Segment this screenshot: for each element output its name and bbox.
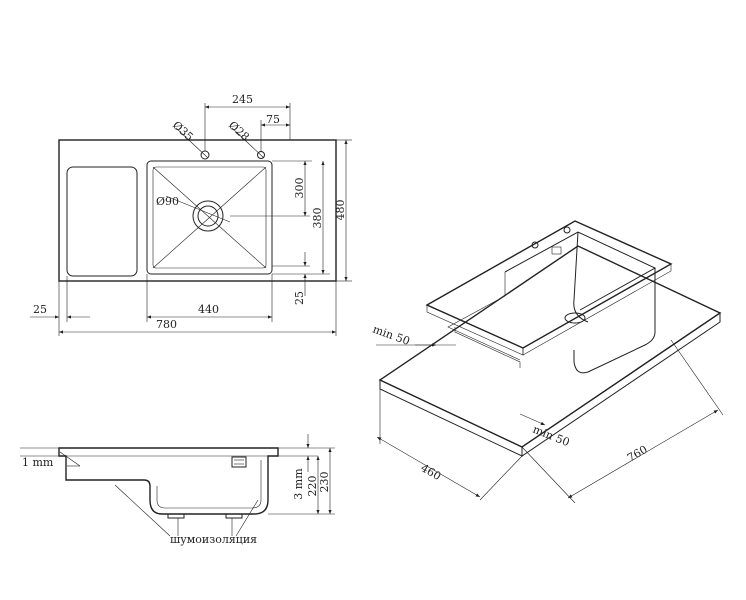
faucet-hole-2	[563, 226, 571, 234]
drain-outer	[192, 200, 224, 232]
dim-460: 460	[419, 461, 444, 483]
side-view: 1 mm 3 mm 220 230 шумоизоляция	[20, 434, 335, 546]
dim-480: 480	[334, 200, 347, 221]
bowl-inner	[152, 166, 267, 269]
drain-90-label: Ø90	[156, 195, 179, 208]
insulation-label: шумоизоляция	[170, 533, 257, 546]
bowl-opening	[504, 231, 657, 311]
dim-380: 380	[311, 208, 324, 229]
faucet-hole-1	[531, 241, 539, 249]
dim-780: 780	[156, 318, 177, 331]
dim-245: 245	[232, 93, 253, 106]
bowl-outer	[146, 160, 273, 275]
side-profile	[58, 447, 279, 515]
dim-440: 440	[198, 303, 219, 316]
iso-drain-mark	[551, 246, 562, 255]
dim-220: 220	[306, 476, 319, 497]
iso-view: min 50 min 50 460 760	[371, 220, 724, 504]
drain-inner	[197, 205, 219, 227]
dim-25-right: 25	[293, 291, 306, 305]
countertop-front	[379, 379, 523, 457]
dim-230: 230	[318, 472, 331, 493]
dim-25-left: 25	[33, 303, 47, 316]
insulation-pad-right	[225, 513, 243, 519]
dim-1mm: 1 mm	[22, 456, 54, 469]
dim-3mm: 3 mm	[292, 468, 305, 500]
min50-left: min 50	[371, 323, 412, 348]
drainboard-outline	[66, 166, 138, 277]
countertop-side	[521, 312, 721, 457]
insulation-pad-left	[167, 513, 185, 519]
countertop-top	[378, 245, 722, 448]
dim-75: 75	[266, 113, 280, 126]
dim-300: 300	[293, 178, 306, 199]
drain-mark	[231, 456, 247, 468]
dim-760: 760	[625, 443, 650, 465]
top-view: 245 75 Ø35 Ø28 Ø90 300 380 480 25	[30, 93, 352, 336]
sink-outline	[58, 139, 337, 282]
hole-28	[257, 151, 265, 159]
